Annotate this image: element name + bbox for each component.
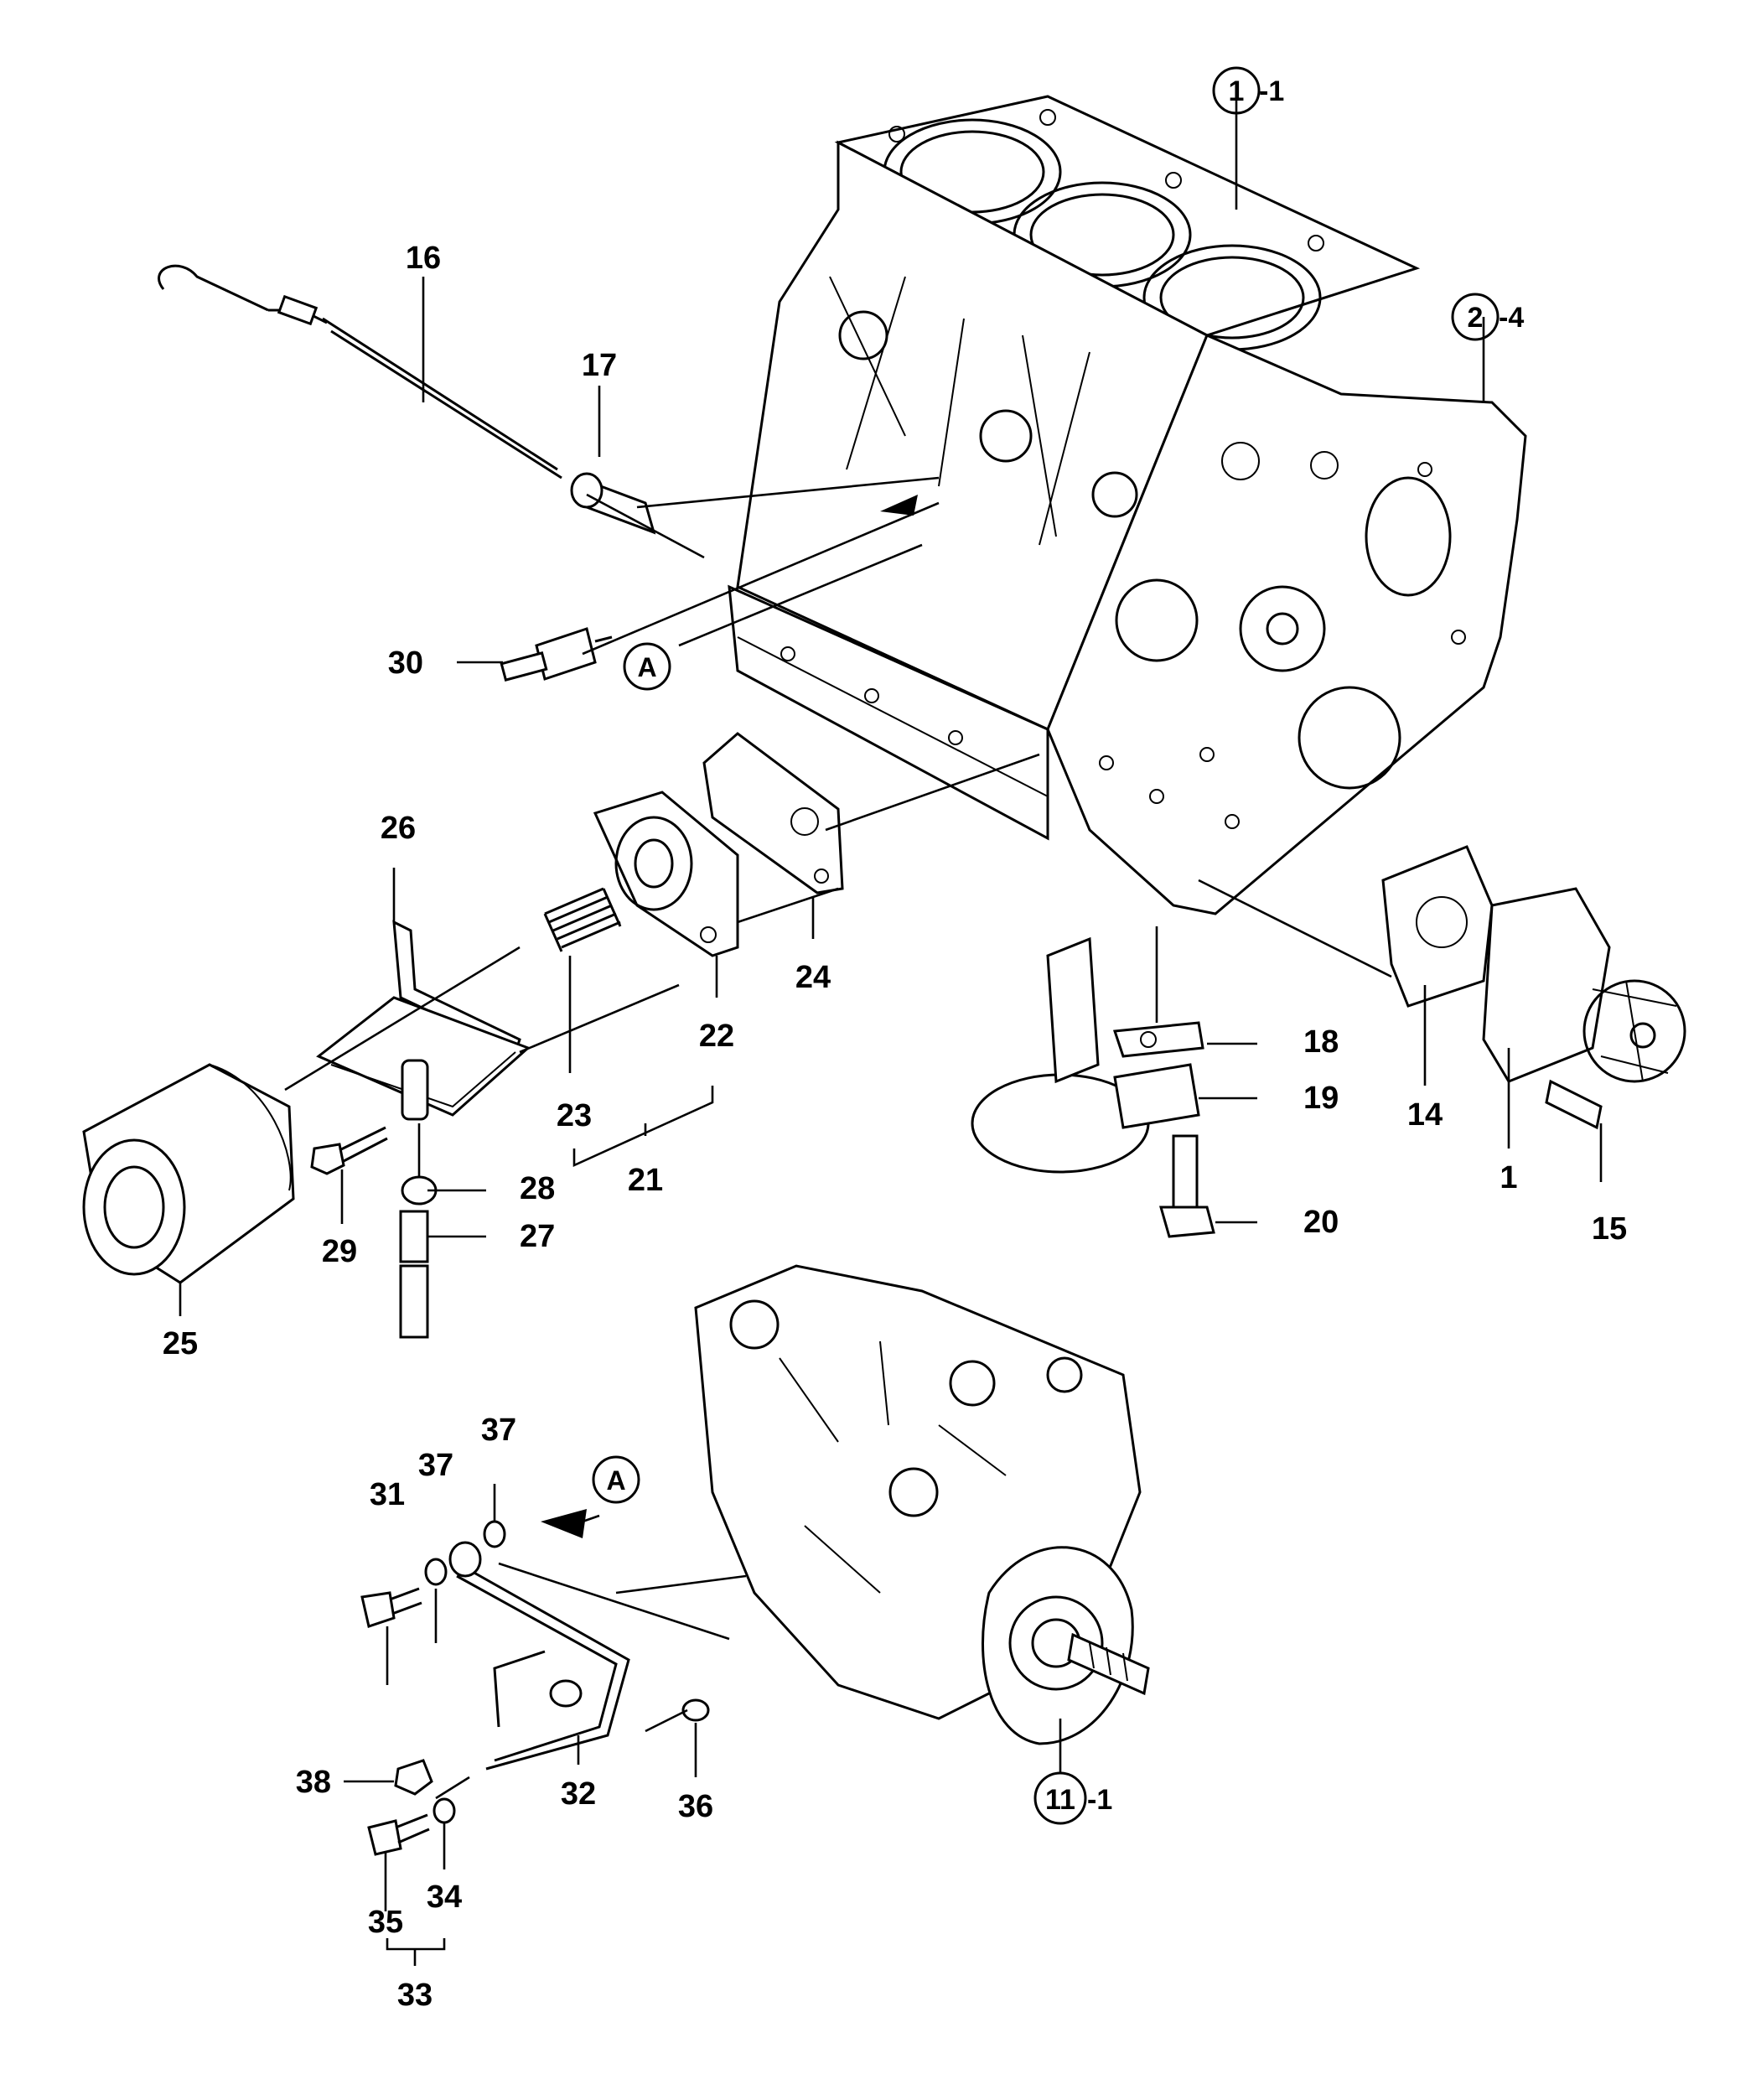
oil-pressure-switch [500, 627, 613, 682]
dipstick [158, 264, 562, 480]
label-37-left: 37 [418, 1448, 453, 1483]
rear-plate [1046, 334, 1527, 915]
bolt-35 [367, 1813, 430, 1856]
callout-11-number: 11 [1045, 1784, 1075, 1816]
oil-strainer [971, 936, 1215, 1238]
washer-37a [424, 1558, 448, 1586]
reference-a-bottom: A [592, 1455, 640, 1504]
washer-34 [433, 1797, 456, 1824]
label-16: 16 [406, 241, 441, 276]
reference-a-top: A [623, 642, 671, 691]
cylinder-block [728, 95, 1421, 841]
banjo-bolt-31 [360, 1587, 422, 1628]
callout-2-suffix: -4 [1499, 302, 1524, 334]
label-29: 29 [322, 1234, 357, 1269]
label-15: 15 [1592, 1211, 1627, 1247]
label-32: 32 [561, 1776, 596, 1812]
label-25: 25 [163, 1326, 198, 1361]
relief-spring [543, 887, 622, 952]
part-labels: 16 17 30 26 24 22 23 21 28 27 29 25 18 1… [163, 241, 1627, 2013]
label-21: 21 [628, 1163, 663, 1198]
leader-lines [179, 96, 1603, 1966]
label-23: 23 [557, 1098, 592, 1133]
label-36: 36 [678, 1789, 713, 1824]
label-35: 35 [368, 1905, 403, 1940]
callout-11-suffix: -1 [1087, 1784, 1112, 1816]
label-19: 19 [1303, 1081, 1339, 1116]
callout-11-1: 11 -1 [1033, 1771, 1112, 1825]
label-30: 30 [388, 646, 423, 681]
label-26: 26 [381, 811, 416, 846]
callout-1-1: 1 -1 [1212, 66, 1284, 115]
label-34: 34 [427, 1880, 462, 1915]
oil-pipe [456, 1566, 630, 1771]
banjo-fitting [448, 1541, 482, 1578]
reference-a-bottom-label: A [606, 1465, 625, 1496]
washer-36 [681, 1698, 710, 1722]
label-20: 20 [1303, 1205, 1339, 1240]
reference-a-top-label: A [637, 652, 656, 682]
callout-1-number: 1 [1229, 75, 1245, 107]
oil-filter [82, 1063, 295, 1284]
oil-filter-bracket [593, 791, 739, 957]
relief-valve-parts [399, 1059, 438, 1339]
label-27: 27 [520, 1219, 555, 1254]
oil-pump-assembly [1381, 845, 1686, 1130]
label-38: 38 [296, 1765, 331, 1800]
nut-38 [394, 1759, 433, 1796]
label-1: 1 [1500, 1160, 1517, 1195]
callout-2-number: 2 [1468, 302, 1484, 334]
fuel-injection-pump [694, 1264, 1150, 1745]
callout-2-4: 2 -4 [1451, 293, 1524, 341]
label-18: 18 [1303, 1024, 1339, 1060]
label-22: 22 [699, 1019, 734, 1054]
bolt-29 [310, 1126, 388, 1175]
label-33: 33 [397, 1978, 433, 2013]
label-37-right: 37 [481, 1413, 516, 1448]
label-24: 24 [795, 960, 831, 995]
label-31: 31 [370, 1477, 405, 1512]
callout-1-suffix: -1 [1259, 75, 1284, 107]
label-14: 14 [1407, 1097, 1443, 1133]
label-28: 28 [520, 1171, 555, 1206]
washer-37b [483, 1520, 506, 1548]
label-17: 17 [582, 348, 617, 383]
gasket-24 [702, 732, 844, 894]
